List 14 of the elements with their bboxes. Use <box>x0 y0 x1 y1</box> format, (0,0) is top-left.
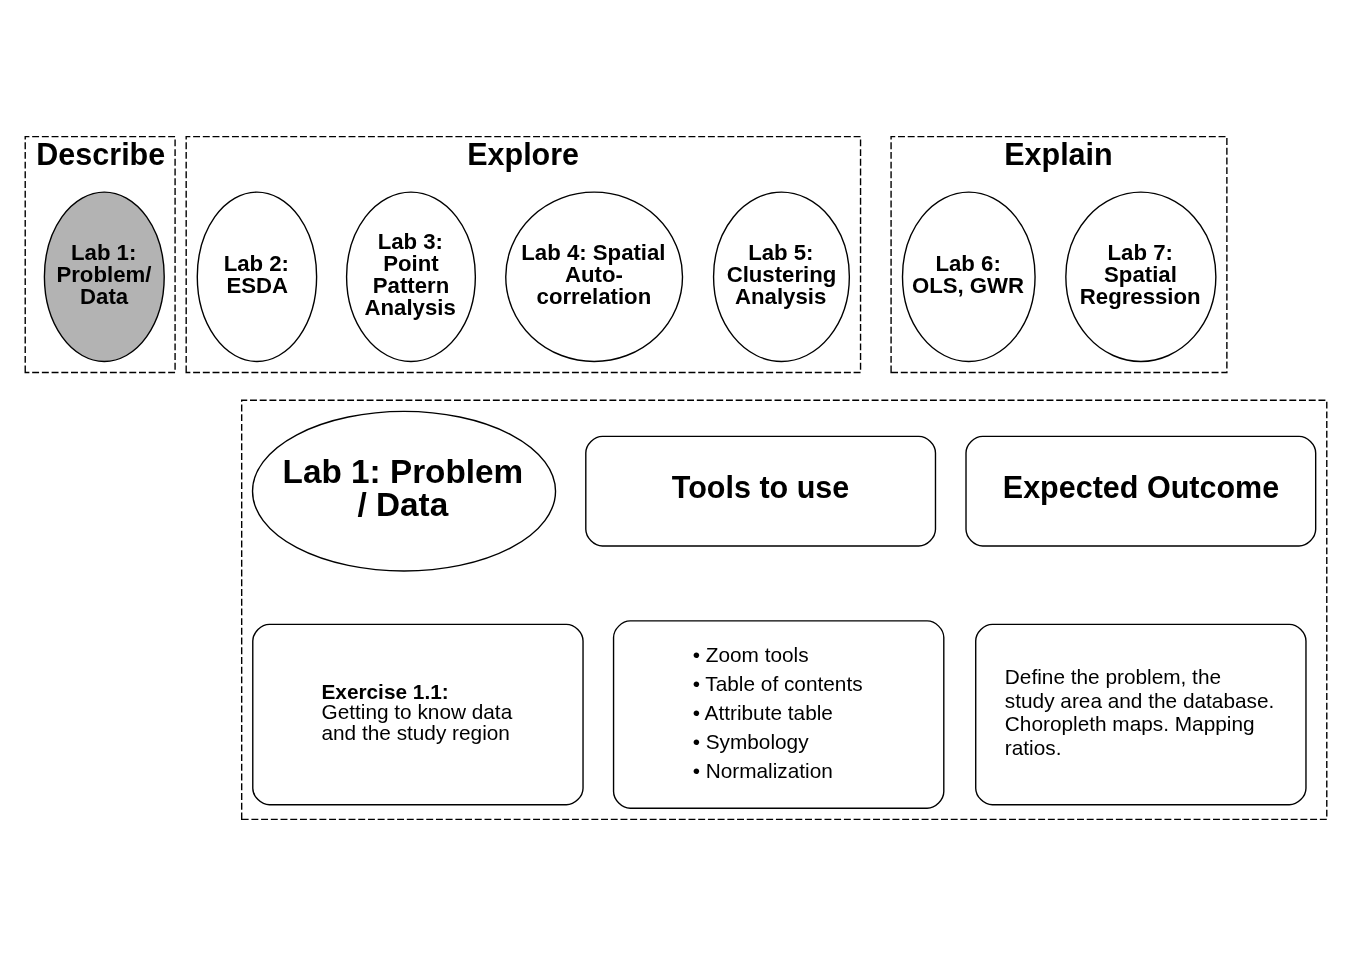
node-ellipse: Lab 3: Point Pattern Analysis <box>345 190 477 362</box>
cluster <box>241 399 1328 820</box>
node-ellipse: Lab 1: Problem/ Data <box>43 190 165 362</box>
node-ellipse: Lab 1: Problem / Data <box>251 410 557 572</box>
node-box: Define the problem, the study area and the database. Choropleth maps. Mapping ratios. <box>975 623 1307 805</box>
node-box: Tools to use <box>585 435 937 547</box>
node-box: • Zoom tools • Table of contents • Attribute table • Symbology • Normalization <box>612 619 945 809</box>
node-box: Exercise 1.1: Getting to know data and the study region <box>252 623 584 805</box>
node-ellipse: Lab 5: Clustering Analysis <box>712 190 851 362</box>
node-box: Expected Outcome <box>965 435 1317 547</box>
node-ellipse: Lab 6: OLS, GWR <box>901 190 1036 362</box>
node-ellipse: Lab 7: Spatial Regression <box>1065 190 1217 362</box>
node-ellipse: Lab 2: ESDA <box>196 190 318 362</box>
node-circle: Lab 4: Spatial Auto-correlation <box>505 190 684 362</box>
